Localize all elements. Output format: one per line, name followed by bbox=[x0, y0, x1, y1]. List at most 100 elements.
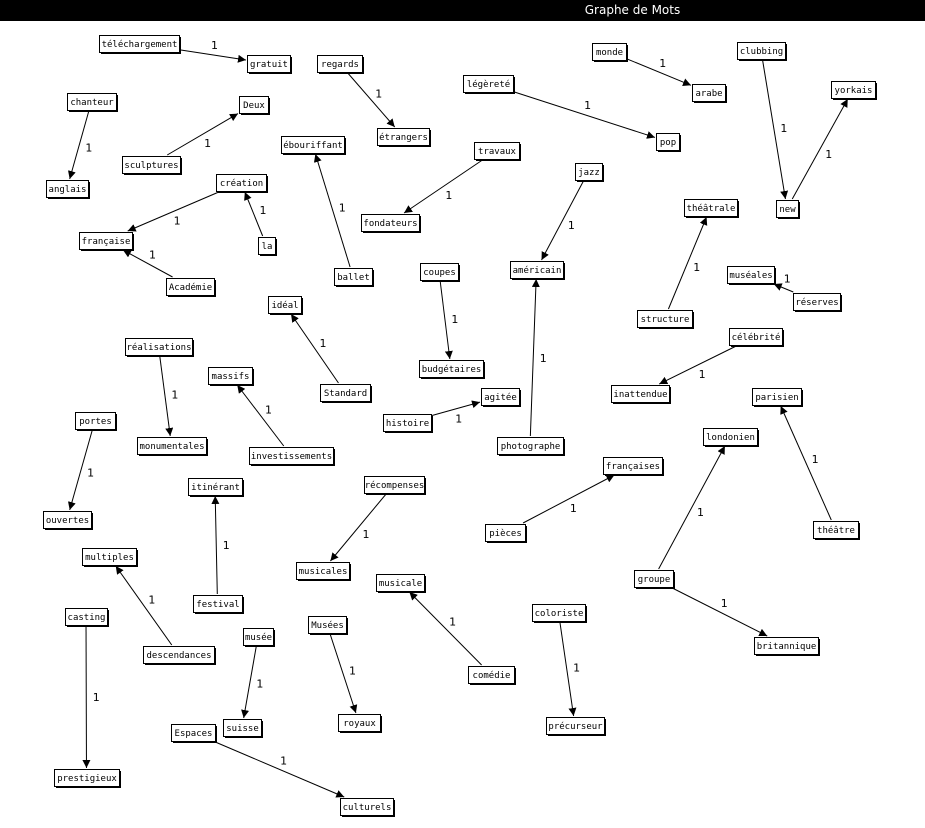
word-node-investissements[interactable]: investissements bbox=[249, 447, 336, 467]
word-node-culturels[interactable]: culturels bbox=[340, 798, 396, 818]
word-node-groupe[interactable]: groupe bbox=[634, 570, 676, 590]
word-node-travaux[interactable]: travaux bbox=[474, 142, 522, 162]
word-node-fondateurs[interactable]: fondateurs bbox=[361, 214, 422, 234]
word-node-agitee[interactable]: agitée bbox=[481, 388, 522, 408]
word-node-celebrite[interactable]: célébrité bbox=[729, 328, 785, 348]
node-box bbox=[420, 263, 459, 281]
node-box bbox=[239, 96, 269, 114]
word-node-americain[interactable]: américain bbox=[510, 261, 566, 281]
word-node-creation[interactable]: création bbox=[216, 174, 269, 194]
word-node-recompenses[interactable]: récompenses bbox=[364, 476, 427, 496]
word-node-photographe[interactable]: photographe bbox=[497, 437, 566, 457]
word-node-itinerant[interactable]: itinérant bbox=[188, 478, 245, 498]
word-node-academie[interactable]: Académie bbox=[166, 278, 217, 298]
node-box bbox=[603, 457, 663, 475]
title-bar: Graphe de Mots bbox=[0, 0, 925, 21]
word-node-espaces[interactable]: Espaces bbox=[171, 724, 218, 744]
node-label: pièces bbox=[489, 528, 522, 539]
word-node-comedie[interactable]: comédie bbox=[468, 666, 517, 686]
node-label: new bbox=[779, 205, 796, 215]
word-node-ouvertes[interactable]: ouvertes bbox=[43, 511, 94, 531]
word-node-prestigieux[interactable]: prestigieux bbox=[54, 769, 122, 789]
word-node-musicales[interactable]: musicales bbox=[296, 562, 352, 582]
word-node-new[interactable]: new bbox=[776, 200, 801, 220]
node-box bbox=[383, 414, 432, 432]
word-node-pieces[interactable]: pièces bbox=[485, 524, 528, 544]
word-node-precurseur[interactable]: précurseur bbox=[546, 717, 607, 737]
word-node-royaux[interactable]: royaux bbox=[338, 714, 383, 734]
word-node-yorkais[interactable]: yorkais bbox=[831, 81, 878, 101]
word-node-la[interactable]: la bbox=[258, 237, 278, 257]
edge-weight-label: 1 bbox=[362, 528, 369, 541]
word-node-theatrale[interactable]: théâtrale bbox=[684, 199, 740, 219]
word-node-ideal[interactable]: idéal bbox=[268, 296, 304, 316]
word-node-legerete[interactable]: légèreté bbox=[463, 75, 516, 95]
word-node-britannique[interactable]: britannique bbox=[754, 637, 821, 657]
node-box bbox=[65, 608, 108, 626]
word-node-pop[interactable]: pop bbox=[656, 133, 682, 153]
word-node-monumentales[interactable]: monumentales bbox=[137, 437, 209, 457]
word-node-etrangers[interactable]: étrangers bbox=[377, 128, 432, 148]
node-label: musicale bbox=[379, 579, 422, 589]
word-node-realisations[interactable]: réalisations bbox=[125, 338, 195, 358]
word-node-histoire[interactable]: histoire bbox=[383, 414, 434, 434]
word-node-museales[interactable]: muséales bbox=[727, 266, 777, 286]
word-node-coupes[interactable]: coupes bbox=[420, 263, 461, 283]
node-label: fondateurs bbox=[363, 219, 417, 229]
word-node-jazz[interactable]: jazz bbox=[575, 163, 605, 183]
word-node-ballet[interactable]: ballet bbox=[334, 268, 375, 288]
word-node-gratuit[interactable]: gratuit bbox=[247, 55, 293, 75]
node-label: photographe bbox=[501, 442, 561, 452]
node-box bbox=[247, 55, 291, 73]
word-node-multiples[interactable]: multiples bbox=[82, 548, 139, 568]
word-node-casting[interactable]: casting bbox=[65, 608, 110, 628]
node-box bbox=[122, 156, 181, 174]
word-node-regards[interactable]: regards bbox=[317, 55, 365, 75]
word-node-sculptures[interactable]: sculptures bbox=[122, 156, 183, 176]
word-node-chanteur[interactable]: chanteur bbox=[67, 93, 119, 113]
node-box bbox=[82, 548, 137, 566]
word-node-budgetaires[interactable]: budgétaires bbox=[419, 360, 486, 380]
edge-weight-label: 1 bbox=[445, 189, 452, 202]
word-node-francaise[interactable]: française bbox=[79, 232, 135, 252]
word-node-monde[interactable]: monde bbox=[592, 43, 629, 63]
word-node-anglais[interactable]: anglais bbox=[46, 180, 91, 200]
word-node-descendances[interactable]: descendances bbox=[143, 646, 217, 666]
word-node-structure[interactable]: structure bbox=[637, 310, 695, 330]
node-box bbox=[754, 637, 819, 655]
word-node-londonien[interactable]: londonien bbox=[703, 428, 760, 448]
edge-musee-to-suisse bbox=[241, 645, 257, 719]
node-box bbox=[334, 268, 373, 286]
edge-photographe-to-americain bbox=[529, 278, 540, 437]
edge-groupe-to-britannique bbox=[672, 587, 768, 637]
word-node-deux[interactable]: Deux bbox=[239, 96, 271, 116]
node-label: chanteur bbox=[70, 98, 114, 108]
edge-weight-label: 1 bbox=[148, 594, 155, 607]
word-node-massifs[interactable]: massifs bbox=[208, 367, 255, 387]
word-node-reserves[interactable]: réserves bbox=[793, 293, 843, 313]
node-label: yorkais bbox=[835, 86, 873, 96]
word-node-arabe[interactable]: arabe bbox=[692, 84, 728, 104]
word-node-suisse[interactable]: suisse bbox=[223, 719, 264, 739]
node-box bbox=[166, 278, 215, 296]
word-node-parisien[interactable]: parisien bbox=[752, 388, 804, 408]
word-node-inattendue[interactable]: inattendue bbox=[611, 385, 672, 405]
node-label: Espaces bbox=[175, 729, 213, 739]
word-node-theatre[interactable]: théâtre bbox=[813, 521, 861, 541]
node-label: portes bbox=[79, 417, 112, 427]
word-node-ebouriffant[interactable]: ébouriffant bbox=[281, 136, 347, 156]
edge-travaux-to-fondateurs bbox=[403, 159, 483, 214]
word-node-musee[interactable]: musée bbox=[243, 628, 276, 648]
edge-weight-label: 1 bbox=[780, 122, 787, 135]
word-node-coloriste[interactable]: coloriste bbox=[532, 604, 588, 624]
word-node-francaises[interactable]: françaises bbox=[603, 457, 665, 477]
edge-new-to-yorkais bbox=[791, 98, 849, 200]
word-node-telechargement[interactable]: téléchargement bbox=[99, 35, 182, 55]
word-node-clubbing[interactable]: clubbing bbox=[737, 42, 788, 62]
node-label: la bbox=[262, 242, 273, 252]
word-node-standard[interactable]: Standard bbox=[320, 384, 373, 404]
word-node-musicale[interactable]: musicale bbox=[376, 574, 427, 594]
word-node-portes[interactable]: portes bbox=[75, 412, 118, 432]
word-node-festival[interactable]: festival bbox=[193, 595, 245, 615]
word-node-musees[interactable]: Musées bbox=[308, 616, 349, 636]
